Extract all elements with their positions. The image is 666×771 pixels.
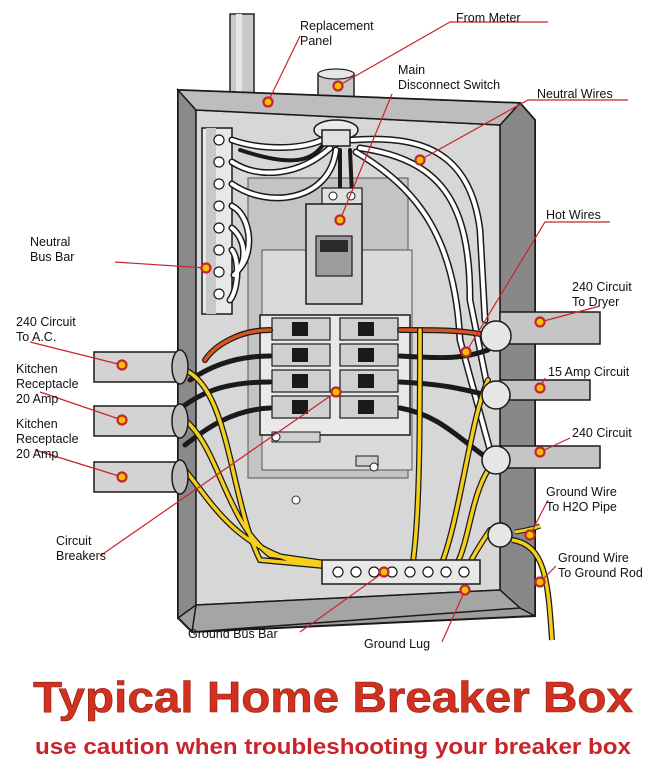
ground-bus-bar [321, 559, 481, 585]
label-240-ac-1: 240 Circuit [16, 315, 76, 329]
label-main-disconnect-1: Main [398, 63, 425, 77]
label-neutral-bus-bar-2: Bus Bar [30, 250, 74, 264]
label-neutral-bus-bar-1: Neutral [30, 235, 70, 249]
label-kitchen-2-c: 20 Amp [16, 447, 58, 461]
label-kitchen-1-a: Kitchen [16, 362, 58, 376]
label-kitchen-1-b: Receptacle [16, 377, 79, 391]
label-neutral-wires: Neutral Wires [537, 87, 613, 101]
label-15-amp: 15 Amp Circuit [548, 365, 630, 379]
label-circuit-breakers-2: Breakers [56, 549, 106, 563]
label-main-disconnect-2: Disconnect Switch [398, 78, 500, 92]
label-240-circuit: 240 Circuit [572, 426, 632, 440]
label-kitchen-2-a: Kitchen [16, 417, 58, 431]
hot-wires [182, 327, 493, 463]
top-connector [313, 119, 359, 147]
label-hot-wires: Hot Wires [546, 208, 601, 222]
leader-lines [29, 21, 628, 643]
label-replacement-panel-1: Replacement [300, 19, 374, 33]
label-replacement-panel-2: Panel [300, 34, 332, 48]
label-kitchen-1-c: 20 Amp [16, 392, 58, 406]
left-cables [93, 349, 189, 495]
label-ground-bus-bar: Ground Bus Bar [188, 627, 278, 641]
label-kitchen-2-b: Receptacle [16, 432, 79, 446]
label-ground-lug: Ground Lug [364, 637, 430, 651]
neutral-bus-bar [201, 127, 233, 315]
neutral-wires [226, 135, 494, 454]
circuit-breakers [259, 314, 411, 472]
label-ground-rod-1: Ground Wire [558, 551, 629, 565]
label-240-dryer-1: 240 Circuit [572, 280, 632, 294]
label-circuit-breakers-1: Circuit [56, 534, 92, 548]
callout-dots [116, 80, 546, 596]
page-subtitle: use caution when troubleshooting your br… [35, 734, 632, 759]
label-240-dryer-2: To Dryer [572, 295, 619, 309]
page-title: Typical Home Breaker Box [33, 673, 634, 722]
callout-labels: Replacement Panel From Meter Main Discon… [16, 11, 643, 651]
main-disconnect-switch [305, 187, 363, 305]
label-ground-h2o-1: Ground Wire [546, 485, 617, 499]
label-ground-rod-2: To Ground Rod [558, 566, 643, 580]
label-240-ac-2: To A.C. [16, 330, 56, 344]
label-from-meter: From Meter [456, 11, 521, 25]
label-ground-h2o-2: To H2O Pipe [546, 500, 617, 514]
